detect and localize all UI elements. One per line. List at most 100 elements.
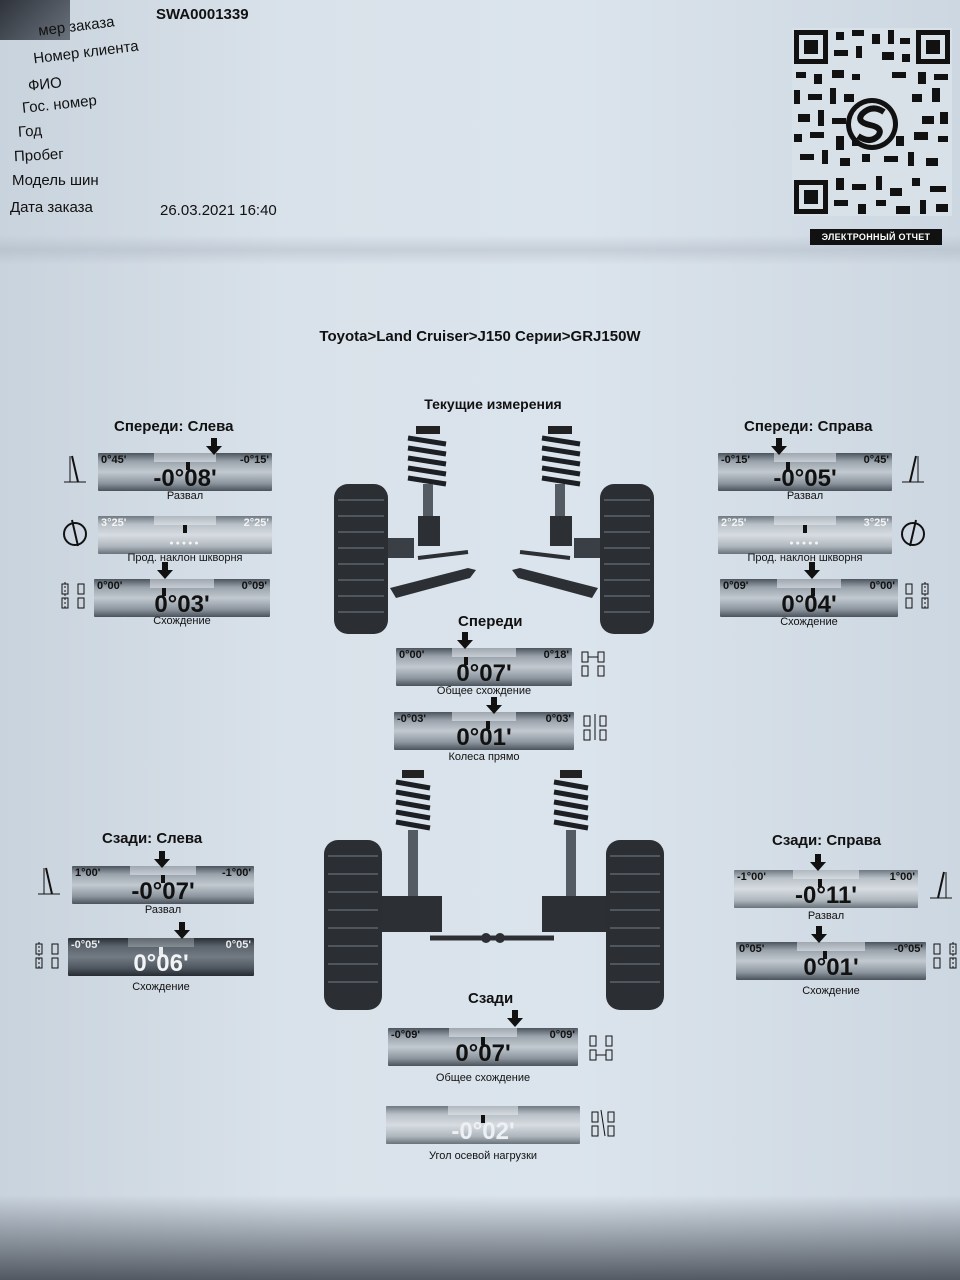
photo-shadow (0, 1195, 960, 1280)
total-toe-min: -0°09' (391, 1029, 421, 1041)
toe-max: 0°00' (869, 580, 895, 592)
rear-right-title: Сзади: Справа (772, 832, 882, 849)
toe-caption: Схождение (153, 615, 211, 627)
rear-total-toe-gauge: -0°09' 0°09' 0°07' (388, 1028, 578, 1067)
order-date-label: Дата заказа (10, 199, 93, 216)
camber-value: -0°05' (773, 465, 837, 492)
straight-value: 0°01' (456, 724, 512, 751)
toe-min: 0°09' (723, 580, 749, 592)
front-left-toe-gauge: 0°00' 0°09' 0°03' (94, 579, 270, 618)
rear-axle-illustration (324, 770, 664, 1010)
toe-value: 0°01' (803, 954, 859, 981)
thrust-angle-gauge: -0°02' (386, 1106, 580, 1145)
caster-max: 3°25' (863, 517, 889, 529)
rear-title: Сзади (468, 990, 514, 1007)
toe-min: -0°05' (71, 939, 101, 951)
front-left-caster-gauge: 3°25' 2°25' ●●●●● (98, 516, 272, 554)
thrust-angle-value: -0°02' (451, 1118, 515, 1145)
camber-max: -1°00' (221, 867, 251, 879)
straight-min: -0°03' (397, 713, 427, 725)
camber-max: -0°15' (239, 454, 269, 466)
camber-min: 0°45' (101, 454, 127, 466)
toe-caption: Схождение (780, 616, 838, 628)
paper-fold (0, 235, 960, 265)
front-title: Спереди (458, 613, 523, 630)
total-toe-caption: Общее схождение (436, 685, 532, 697)
rear-left-camber-gauge: 1°00' -1°00' -0°07' (72, 866, 254, 905)
caster-dots: ●●●●● (789, 540, 821, 547)
front-right-camber-gauge: -0°15' 0°45' -0°05' (718, 453, 892, 492)
total-toe-caption: Общее схождение (435, 1072, 531, 1084)
camber-value: -0°11' (794, 882, 857, 909)
toe-icon (905, 582, 929, 609)
full-name-label: ФИО (27, 74, 63, 95)
camber-icon (930, 871, 952, 899)
electronic-report-badge: ЭЛЕКТРОННЫЙ ОТЧЕТ (810, 229, 942, 245)
camber-min: 1°00' (75, 867, 101, 879)
rear-left-toe-gauge: -0°05' 0°05' 0°06' (68, 938, 254, 977)
straight-max: 0°03' (545, 713, 571, 725)
front-left-title: Спереди: Слева (114, 418, 234, 435)
thrust-angle-caption: Угол осевой нагрузки (428, 1150, 538, 1162)
camber-icon (64, 455, 86, 483)
camber-caption: Развал (144, 904, 182, 916)
caster-max: 2°25' (243, 517, 269, 529)
caster-icon (63, 519, 87, 547)
camber-icon (902, 455, 924, 483)
toe-max: -0°05' (893, 943, 923, 955)
toe-value: 0°03' (154, 591, 210, 618)
toe-icon (61, 582, 85, 609)
toe-value: 0°04' (781, 591, 837, 618)
camber-min: -1°00' (737, 871, 767, 883)
toe-caption: Схождение (802, 985, 860, 997)
caster-min: 2°25' (721, 517, 747, 529)
front-axle-illustration (334, 426, 654, 634)
measurements-title: Текущие измерения (424, 396, 562, 412)
toe-min: 0°05' (739, 943, 765, 955)
total-toe-max: 0°09' (549, 1029, 575, 1041)
total-toe-min: 0°00' (399, 649, 425, 661)
total-toe-icon (581, 651, 605, 677)
camber-value: -0°08' (153, 465, 217, 492)
front-right-title: Спереди: Справа (744, 418, 873, 435)
caster-caption: Прод. наклон шкворня (747, 552, 863, 564)
qr-code-icon (792, 28, 952, 216)
toe-value: 0°06' (133, 950, 189, 977)
caster-dots: ●●●●● (169, 540, 201, 547)
front-left-camber-gauge: 0°45' -0°15' -0°08' (98, 453, 272, 492)
total-toe-max: 0°18' (543, 649, 569, 661)
caster-min: 3°25' (101, 517, 127, 529)
toe-caption: Схождение (132, 981, 190, 993)
camber-value: -0°07' (131, 878, 195, 905)
rear-right-toe-gauge: 0°05' -0°05' 0°01' (736, 942, 926, 981)
camber-caption: Развал (166, 490, 204, 502)
total-toe-value: 0°07' (456, 660, 512, 687)
toe-max: 0°09' (241, 580, 267, 592)
mileage-label: Пробег (13, 145, 65, 166)
front-right-caster-gauge: 2°25' 3°25' ●●●●● (718, 516, 892, 554)
order-date-value: 26.03.2021 16:40 (160, 202, 277, 219)
camber-max: 0°45' (863, 454, 889, 466)
camber-min: -0°15' (721, 454, 751, 466)
wheels-straight-gauge: -0°03' 0°03' 0°01' (394, 712, 574, 751)
toe-icon (933, 942, 957, 969)
thrust-angle-icon (591, 1109, 615, 1137)
toe-max: 0°05' (225, 939, 251, 951)
year-label: Год (17, 122, 43, 141)
straight-caption: Колеса прямо (448, 751, 520, 763)
rear-right-camber-gauge: -1°00' 1°00' -0°11' (734, 870, 918, 909)
toe-icon (35, 942, 59, 969)
camber-max: 1°00' (889, 871, 915, 883)
caster-icon (901, 519, 925, 547)
caster-caption: Прод. наклон шкворня (127, 552, 243, 564)
page-edge (0, 0, 70, 40)
front-total-toe-gauge: 0°00' 0°18' 0°07' (396, 648, 572, 687)
total-toe-value: 0°07' (455, 1040, 511, 1067)
wheels-straight-icon (583, 714, 607, 741)
total-toe-icon (589, 1035, 613, 1061)
front-right-toe-gauge: 0°09' 0°00' 0°04' (720, 579, 898, 618)
tire-model-label: Модель шин (12, 172, 99, 189)
vehicle-path: Toyota>Land Cruiser>J150 Серии>GRJ150W (319, 328, 641, 345)
rear-left-title: Сзади: Слева (102, 830, 203, 847)
order-number-value: SWA0001339 (156, 6, 249, 23)
